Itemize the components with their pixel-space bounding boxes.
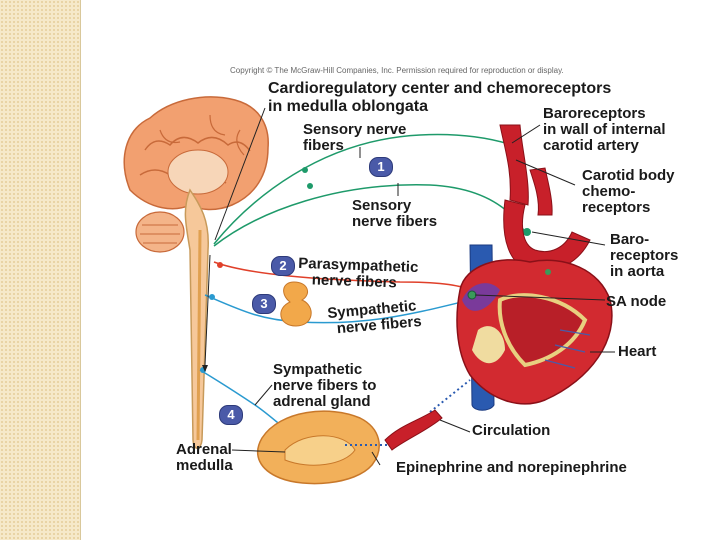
brain: [124, 97, 268, 210]
sympathetic-ganglion: [281, 282, 311, 326]
label-sensory-nerve-fibers-lower: Sensory nerve fibers: [352, 198, 437, 230]
label-heart: Heart: [618, 344, 656, 360]
label-parasympathetic-nerve-fibers: Parasympathetic nerve fibers: [297, 256, 418, 292]
heart: [457, 260, 612, 404]
label-carotid-body-chemoreceptors: Carotid body chemo- receptors: [582, 168, 675, 216]
circulation-vessel: [385, 410, 442, 450]
step-badge-4: 4: [219, 405, 243, 425]
label-adrenal-medulla: Adrenal medulla: [176, 442, 233, 474]
sa-node-marker: [468, 291, 476, 299]
step-badge-1: 1: [369, 157, 393, 177]
label-circulation: Circulation: [472, 423, 550, 439]
label-sensory-nerve-fibers-upper: Sensory nerve fibers: [303, 122, 406, 154]
label-sa-node: SA node: [606, 294, 666, 310]
carotid-artery: [500, 125, 528, 205]
step-badge-3: 3: [252, 294, 276, 314]
label-sympathetic-fibers-adrenal: Sympathetic nerve fibers to adrenal glan…: [273, 362, 376, 410]
label-baroreceptors-carotid: Baroreceptors in wall of internal caroti…: [543, 106, 666, 154]
cerebellum: [136, 212, 184, 252]
label-baroreceptors-aorta: Baro- receptors in aorta: [610, 232, 678, 280]
step-badge-2: 2: [271, 256, 295, 276]
label-epinephrine-norepinephrine: Epinephrine and norepinephrine: [396, 460, 627, 476]
